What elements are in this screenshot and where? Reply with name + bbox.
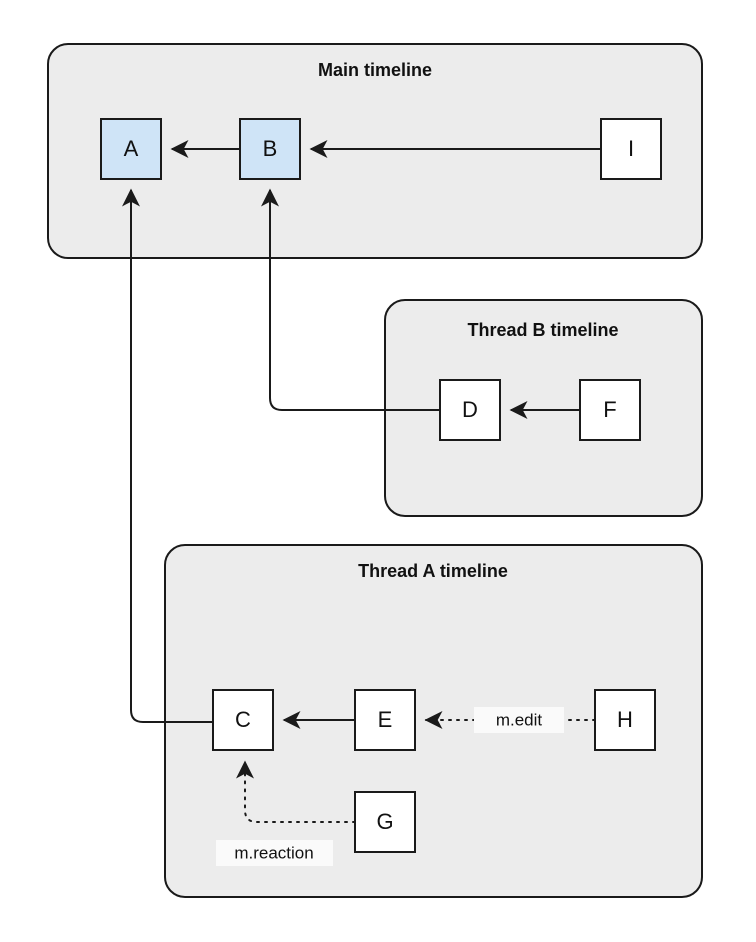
edge-label-m-reaction: m.reaction xyxy=(216,840,333,866)
edge-label-m-reaction-text: m.reaction xyxy=(234,843,313,862)
edge-d-to-b xyxy=(261,188,440,411)
node-b-rect[interactable] xyxy=(239,118,301,180)
node-d-rect[interactable] xyxy=(439,379,501,441)
node-e-label: E xyxy=(378,707,393,732)
node-c-rect[interactable] xyxy=(212,689,274,751)
node-c-label: C xyxy=(235,707,251,732)
panel-main-timeline: Main timeline xyxy=(47,43,703,259)
edge-label-m-edit: m.edit xyxy=(474,707,564,733)
node-c[interactable]: C xyxy=(212,689,274,751)
edge-c-to-a xyxy=(122,188,213,723)
node-h-label: H xyxy=(617,707,633,732)
node-f[interactable]: F xyxy=(579,379,641,441)
node-g-label: G xyxy=(376,809,393,834)
node-i-rect[interactable] xyxy=(600,118,662,180)
panel-thread-b-timeline-rect xyxy=(384,299,703,517)
panel-main-timeline-rect xyxy=(47,43,703,259)
node-g[interactable]: G xyxy=(354,791,416,853)
edge-label-m-reaction-bg xyxy=(216,840,333,866)
panel-main-timeline-title: Main timeline xyxy=(318,60,432,80)
node-f-rect[interactable] xyxy=(579,379,641,441)
panel-thread-a-timeline-title: Thread A timeline xyxy=(358,561,508,581)
node-i[interactable]: I xyxy=(600,118,662,180)
panel-thread-b-timeline: Thread B timeline xyxy=(384,299,703,517)
edge-label-m-edit-text: m.edit xyxy=(496,710,543,729)
node-e-rect[interactable] xyxy=(354,689,416,751)
node-a[interactable]: A xyxy=(100,118,162,180)
node-d-label: D xyxy=(462,397,478,422)
node-g-rect[interactable] xyxy=(354,791,416,853)
edge-label-m-edit-bg xyxy=(474,707,564,733)
node-a-rect[interactable] xyxy=(100,118,162,180)
node-h-rect[interactable] xyxy=(594,689,656,751)
edge-g-to-c xyxy=(236,760,356,823)
node-b-label: B xyxy=(263,136,278,161)
node-i-label: I xyxy=(628,136,634,161)
node-a-label: A xyxy=(124,136,139,161)
node-b[interactable]: B xyxy=(239,118,301,180)
node-e[interactable]: E xyxy=(354,689,416,751)
node-d[interactable]: D xyxy=(439,379,501,441)
node-f-label: F xyxy=(603,397,616,422)
panel-thread-b-timeline-title: Thread B timeline xyxy=(467,320,618,340)
node-h[interactable]: H xyxy=(594,689,656,751)
